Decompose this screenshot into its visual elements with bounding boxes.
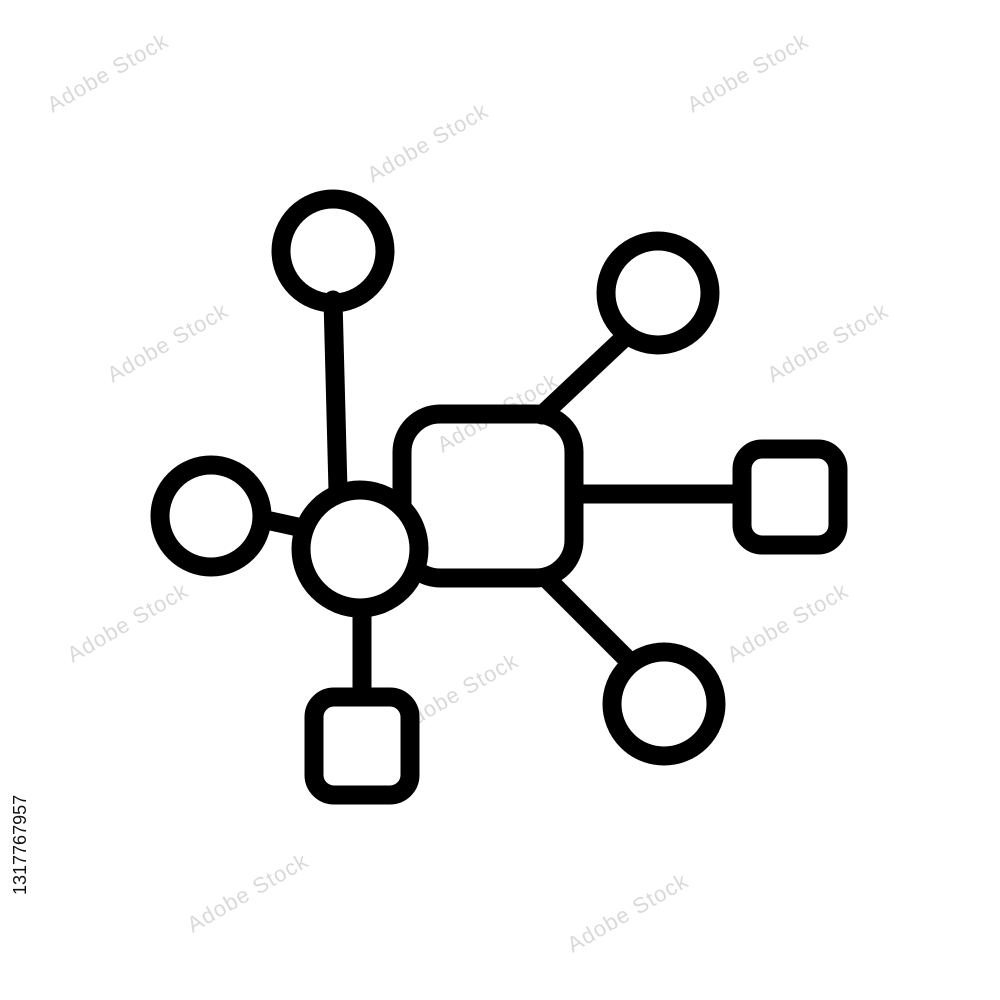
- left-circle: [150, 455, 272, 577]
- right-square: [732, 439, 848, 555]
- top-circle: [271, 189, 395, 313]
- top-right-circle: [596, 231, 720, 355]
- link-left-circle: [256, 510, 308, 537]
- link-top-circle: [323, 290, 348, 500]
- bottom-square: [304, 687, 420, 805]
- stock-id: 1317767957: [10, 794, 30, 895]
- hub-circle: [291, 480, 429, 618]
- bottom-right-circle: [602, 642, 726, 766]
- link-bottom-right-circle: [536, 568, 638, 670]
- link-top-right-circle: [532, 326, 636, 425]
